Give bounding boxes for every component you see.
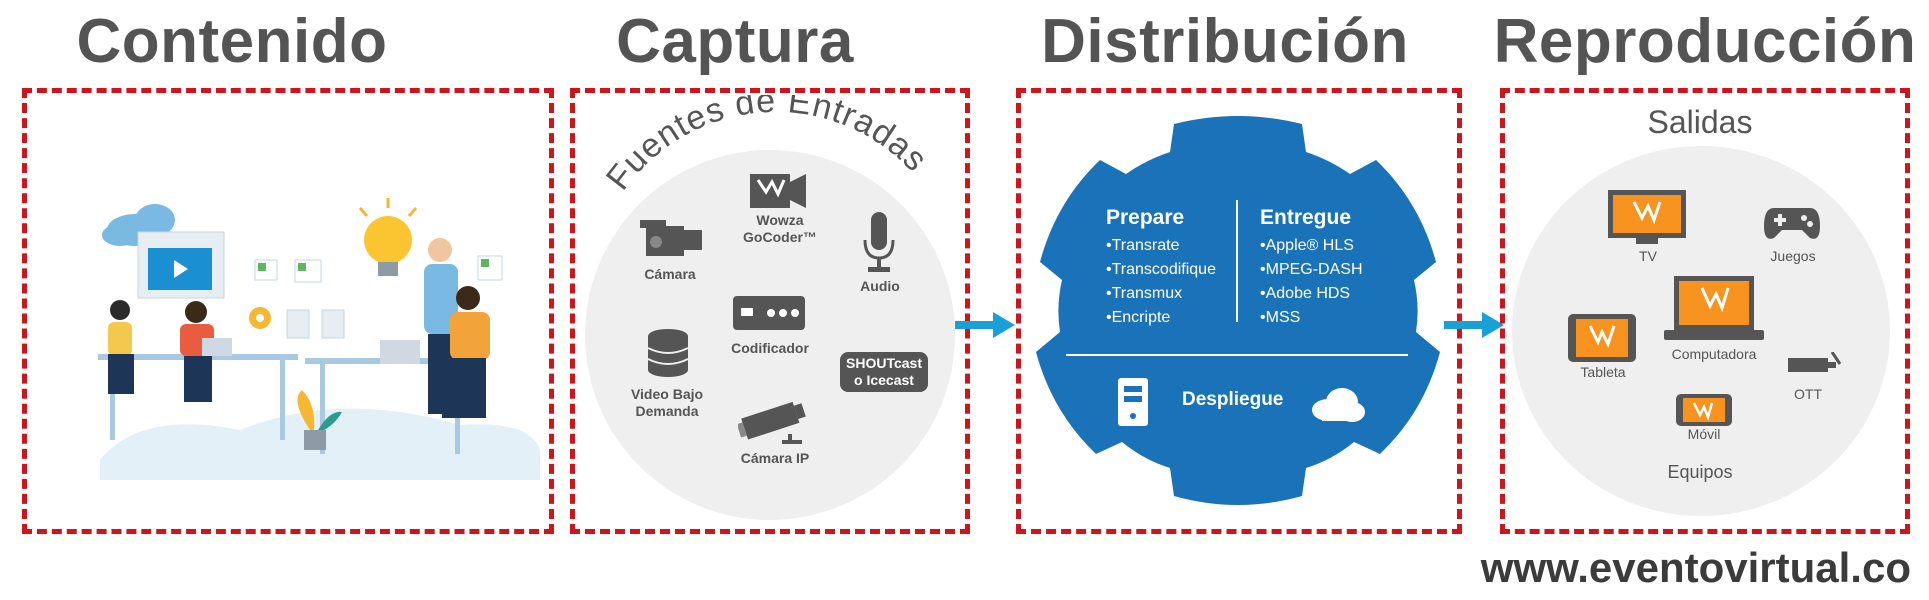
microphone-icon xyxy=(863,212,895,272)
entregue-item: MPEG-DASH xyxy=(1260,258,1363,282)
website-url: www.eventovirtual.co xyxy=(1480,544,1911,591)
captura-circle xyxy=(585,150,955,520)
distribucion-box xyxy=(1016,88,1462,534)
gear-divider xyxy=(1236,200,1238,322)
tv-icon xyxy=(1608,190,1686,244)
entregue-block: Entregue Apple® HLS MPEG-DASH Adobe HDS … xyxy=(1260,206,1363,330)
smartphone-icon xyxy=(1676,394,1732,426)
heading-reproduccion: Reproducción xyxy=(1493,7,1917,76)
heading-distribucion: Distribución xyxy=(1041,7,1409,76)
entregue-item: Adobe HDS xyxy=(1260,282,1363,306)
entregue-item: Apple® HLS xyxy=(1260,234,1363,258)
server-icon xyxy=(1118,378,1148,426)
contenido-box xyxy=(22,88,554,534)
prepare-title: Prepare xyxy=(1106,206,1185,229)
arrow-right-icon xyxy=(955,312,1015,338)
gear-shape xyxy=(1036,116,1440,505)
encoder-device-icon xyxy=(733,296,805,330)
audio-label: Audio xyxy=(860,278,900,294)
movil-label: Móvil xyxy=(1687,426,1721,442)
entregue-item: MSS xyxy=(1260,306,1363,330)
prepare-item: Transcodifique xyxy=(1106,258,1216,282)
camara-ip-label: Cámara IP xyxy=(740,450,810,466)
cloud-icon xyxy=(1312,388,1365,422)
ip-camera-icon xyxy=(738,401,806,444)
tablet-icon xyxy=(1568,314,1636,362)
codificador-label: Codificador xyxy=(731,340,809,356)
gear-separator xyxy=(1066,354,1408,356)
ott-stick-icon xyxy=(1788,352,1842,372)
entregue-title: Entregue xyxy=(1260,206,1352,229)
office-illustration xyxy=(98,198,540,480)
prepare-item: Transmux xyxy=(1106,282,1216,306)
heading-captura: Captura xyxy=(616,7,854,76)
equipos-label: Equipos xyxy=(1667,462,1733,482)
database-icon xyxy=(647,329,689,377)
tv-label: TV xyxy=(1639,248,1657,264)
cloud-icon xyxy=(102,204,175,246)
lightbulb-icon xyxy=(358,198,418,276)
juegos-label: Juegos xyxy=(1770,248,1816,264)
heading-contenido: Contenido xyxy=(76,7,388,76)
tableta-label: Tableta xyxy=(1580,364,1626,380)
computadora-label: Computadora xyxy=(1671,346,1757,362)
reproduccion-box xyxy=(1500,88,1910,534)
wowza-camera-icon xyxy=(750,174,806,208)
camara-label: Cámara xyxy=(644,266,696,282)
captura-box xyxy=(570,88,970,534)
gamepad-icon xyxy=(1764,208,1820,239)
despliegue-label: Despliegue xyxy=(1182,389,1284,410)
prepare-item: Transrate xyxy=(1106,234,1216,258)
video-camera-icon xyxy=(640,220,702,256)
salidas-title: Salidas xyxy=(1647,104,1753,140)
prepare-item: Encripte xyxy=(1106,306,1216,330)
laptop-icon xyxy=(1664,276,1764,340)
ott-label: OTT xyxy=(1794,386,1822,402)
arrow-right-icon xyxy=(1444,312,1504,338)
prepare-block: Prepare Transrate Transcodifique Transmu… xyxy=(1106,206,1216,330)
